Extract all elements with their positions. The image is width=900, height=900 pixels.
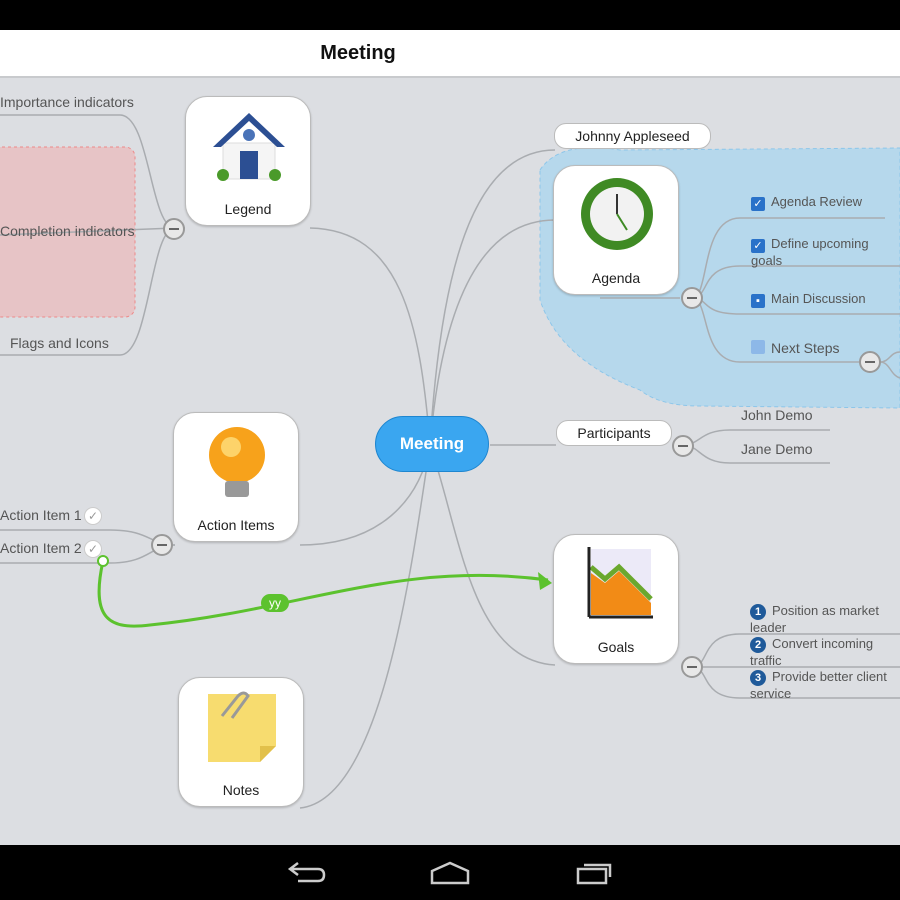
chart-icon <box>587 547 653 619</box>
checked-task-icon[interactable]: ✓ <box>751 239 765 253</box>
agenda-item[interactable]: ▪Main Discussion <box>751 291 896 308</box>
node-label: Agenda <box>591 270 641 286</box>
collapse-action-items-button[interactable] <box>151 534 173 556</box>
relationship-start-handle <box>97 555 109 567</box>
goals-node[interactable]: Goals <box>553 534 679 664</box>
legend-child[interactable]: Flags and Icons <box>10 335 109 351</box>
collapse-agenda-button[interactable] <box>681 287 703 309</box>
legend-child[interactable]: Completion indicators <box>0 223 135 239</box>
relationship-line <box>97 560 549 628</box>
relationship-label[interactable]: yy <box>261 594 289 612</box>
checked-task-icon[interactable]: ✓ <box>751 197 765 211</box>
node-label: Legend <box>224 201 272 217</box>
agenda-item[interactable]: ✓Agenda Review <box>751 194 896 211</box>
clock-icon <box>581 178 653 250</box>
sticky-note-icon <box>208 691 276 762</box>
action-items-node[interactable]: Action Items <box>173 412 299 542</box>
collapse-participants-button[interactable] <box>672 435 694 457</box>
notes-node[interactable]: Notes <box>178 677 304 807</box>
participant[interactable]: John Demo <box>741 407 813 423</box>
recent-apps-icon[interactable] <box>572 859 616 887</box>
collapse-legend-button[interactable] <box>163 218 185 240</box>
back-icon[interactable] <box>284 859 328 887</box>
agenda-item[interactable]: ✓Define upcoming goals <box>751 236 869 268</box>
completed-check-icon[interactable]: ✓ <box>84 540 102 558</box>
participants-node[interactable]: Participants <box>556 420 672 446</box>
page-title: Meeting <box>320 42 396 64</box>
legend-node[interactable]: Legend <box>185 96 311 226</box>
completed-check-icon[interactable]: ✓ <box>84 507 102 525</box>
home-icon[interactable] <box>428 859 472 887</box>
partial-task-icon[interactable]: ▪ <box>751 294 765 308</box>
empty-task-icon[interactable] <box>751 340 765 354</box>
action-item[interactable]: Action Item 2 <box>0 540 82 556</box>
johnny-appleseed-node[interactable]: Johnny Appleseed <box>554 123 711 149</box>
navigation-bar <box>0 845 900 900</box>
mindmap-canvas[interactable]: Importance indicators Completion indicat… <box>0 80 900 845</box>
agenda-node[interactable]: Agenda <box>553 165 679 295</box>
node-label: Action Items <box>197 517 275 533</box>
house-icon <box>213 113 285 181</box>
node-label: Goals <box>597 639 635 655</box>
central-topic[interactable]: Meeting <box>375 416 489 472</box>
participant[interactable]: Jane Demo <box>741 441 813 457</box>
action-item[interactable]: Action Item 1 <box>0 507 82 523</box>
collapse-next-steps-button[interactable] <box>859 351 881 373</box>
agenda-item[interactable]: Next Steps <box>751 340 839 356</box>
lightbulb-icon <box>209 427 265 497</box>
node-label: Notes <box>222 782 260 798</box>
title-bar: Meeting <box>0 30 900 78</box>
legend-child[interactable]: Importance indicators <box>0 94 134 110</box>
relationship-arrow <box>538 572 552 590</box>
status-bar <box>0 0 900 30</box>
collapse-goals-button[interactable] <box>681 656 703 678</box>
